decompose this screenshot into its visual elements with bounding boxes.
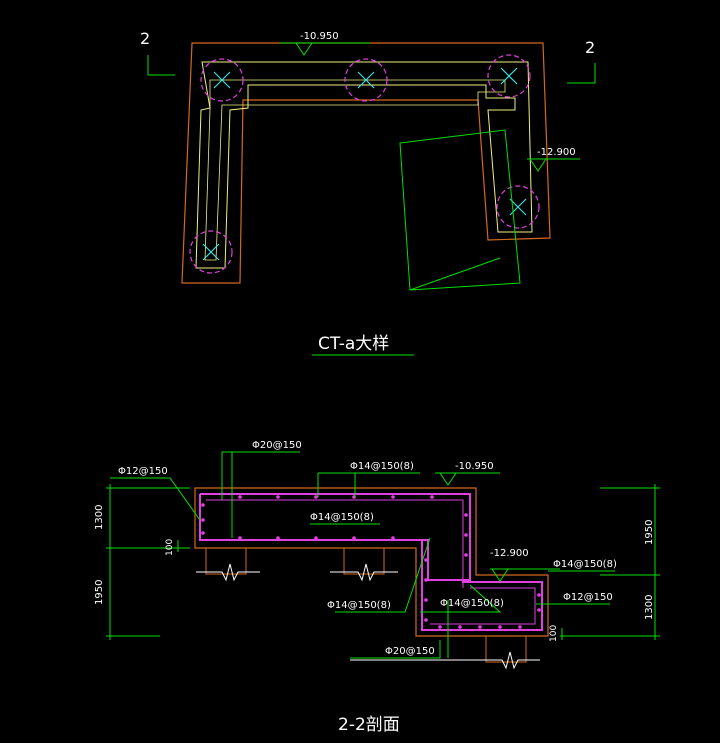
leader-lines	[110, 451, 615, 659]
pile-cap-outline	[181, 42, 551, 284]
elev-right-label: -12.900	[537, 147, 576, 158]
dim-right-lower: 1300	[644, 595, 655, 620]
rebar-bottom-label: Φ20@150	[385, 646, 435, 657]
dim-right-small: 100	[549, 625, 559, 642]
section-concrete-outline	[194, 487, 549, 637]
pile-1	[200, 58, 244, 102]
section-elev-low: -12.900	[490, 548, 529, 559]
rebar-right-label: Φ14@150(8)	[553, 559, 617, 570]
rebar-left-label: Φ12@150	[118, 466, 168, 477]
pile-4	[189, 230, 233, 274]
dim-right-upper: 1950	[644, 520, 655, 545]
section-mark-right: 2	[585, 38, 595, 57]
rebar-cage-inner	[206, 499, 464, 588]
rebar-lower-left-label: Φ14@150(8)	[327, 600, 391, 611]
adjacent-cap-outline	[399, 129, 521, 291]
plan-title: CT-a大样	[318, 334, 389, 354]
dim-left-upper: 1300	[94, 505, 105, 530]
pile-cap-inner-outline-2	[204, 79, 506, 261]
plan-view: 2 2 -10.950 -12.900 CT-a大样	[140, 29, 596, 356]
pile-2	[344, 58, 388, 102]
rebar-mid-label: Φ14@150(8)	[310, 512, 374, 523]
pile-3	[487, 54, 531, 98]
rebar-stirrup-top-label: Φ14@150(8)	[350, 461, 414, 472]
section-title: 2-2剖面	[338, 715, 400, 735]
section-mark-left: 2	[140, 29, 150, 48]
dim-left-small: 100	[165, 539, 175, 556]
pile-cap-inner-outline	[195, 61, 533, 269]
section-view: 1300 1950 100 1950 1300 100 Φ20@150 Φ12@…	[94, 440, 660, 735]
elev-top-label: -10.950	[300, 31, 339, 42]
rebar-top-label: Φ20@150	[252, 440, 302, 451]
rebar-lower-inner-label: Φ14@150(8)	[440, 598, 504, 609]
rebar-right-side-label: Φ12@150	[563, 592, 613, 603]
dim-right	[560, 484, 660, 640]
rebar-cage-lower	[421, 540, 543, 631]
dim-left-lower: 1950	[94, 580, 105, 605]
dim-left	[106, 484, 190, 640]
pile-5	[496, 185, 540, 229]
section-elev-top: -10.950	[455, 461, 494, 472]
rebar-cage-upper	[199, 493, 471, 581]
